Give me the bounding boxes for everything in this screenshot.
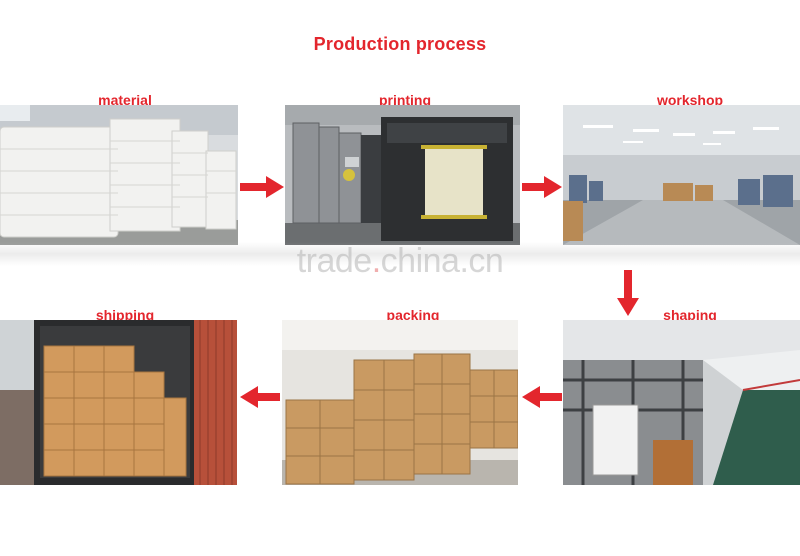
arrow-shaping-to-packing [522, 386, 562, 408]
step-label-shaping: shaping [663, 307, 717, 323]
shaping-photo [563, 320, 800, 485]
step-label-material: material [98, 92, 152, 108]
step-label-printing: printing [378, 92, 432, 108]
step-label-shipping: shipping [95, 307, 155, 323]
step-label-workshop: workshop [656, 92, 724, 108]
watermark-text-a: trade [296, 242, 373, 280]
shipping-photo [0, 320, 237, 485]
arrow-packing-to-shipping [240, 386, 280, 408]
watermark-dot: . [371, 242, 381, 280]
arrow-material-to-printing [240, 176, 284, 198]
arrow-workshop-to-shaping [617, 270, 639, 316]
packing-photo [282, 320, 518, 485]
workshop-photo [563, 105, 800, 245]
watermark-band [0, 242, 800, 266]
watermark-text-b: china.cn [380, 242, 504, 280]
diagram-title: Production process [313, 34, 487, 54]
step-label-packing: packing [386, 307, 440, 323]
printing-photo [285, 105, 520, 245]
arrow-printing-to-workshop [522, 176, 562, 198]
watermark: trade.china.cn [260, 242, 540, 281]
material-photo [0, 105, 238, 245]
